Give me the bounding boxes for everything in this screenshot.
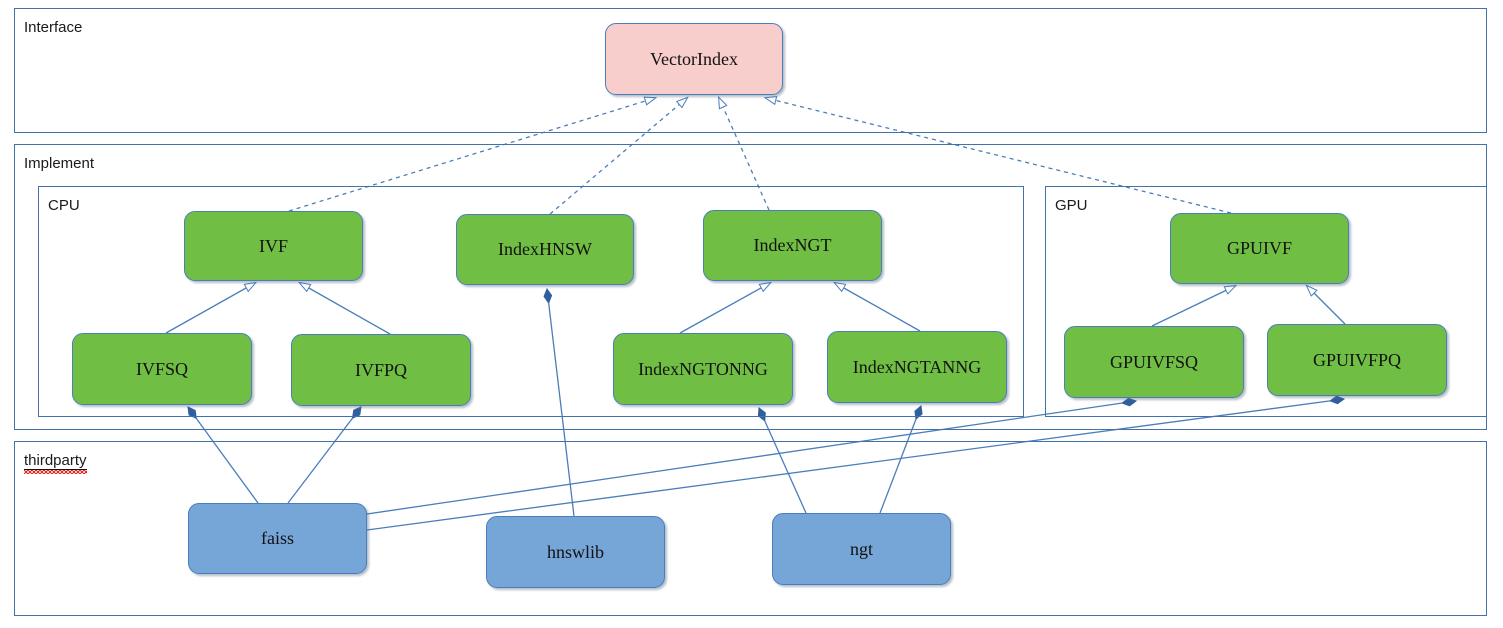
node-label: IVFSQ [135,358,188,379]
node-label: hnswlib [546,541,604,562]
node-ngt[interactable]: ngt [772,513,951,585]
node-indexngt[interactable]: IndexNGT [703,210,882,281]
group-cpu [38,186,1024,417]
group-label-thirdparty: thirdparty [24,453,87,474]
node-ivfsq[interactable]: IVFSQ [72,333,252,405]
node-vectorindex[interactable]: VectorIndex [605,23,783,95]
node-indexngtonng[interactable]: IndexNGTONNG [613,333,793,405]
group-gpu [1045,186,1487,417]
node-ivfpq[interactable]: IVFPQ [291,334,471,406]
node-gpuivfsq[interactable]: GPUIVFSQ [1064,326,1244,398]
node-label: IndexNGTANNG [852,356,982,377]
node-label: faiss [261,528,294,548]
node-ivf[interactable]: IVF [184,211,363,281]
group-thirdparty [14,441,1487,616]
node-label: GPUIVF [1226,238,1292,258]
node-indexngtanng[interactable]: IndexNGTANNG [827,331,1007,403]
node-faiss[interactable]: faiss [188,503,367,574]
group-label-gpu: GPU [1055,197,1088,214]
group-interface [14,8,1487,133]
node-label: VectorIndex [650,48,738,69]
node-gpuivf[interactable]: GPUIVF [1170,213,1349,284]
spellcheck-squiggle [24,470,87,474]
node-label: ngt [849,538,873,559]
node-label: IndexNGTONNG [638,358,768,379]
group-label-implement: Implement [24,155,95,172]
node-gpuivfpq[interactable]: GPUIVFPQ [1267,324,1447,396]
group-label-cpu: CPU [48,197,80,214]
node-label: GPUIVFSQ [1109,351,1199,372]
node-label: IVF [258,235,288,256]
group-label-interface: Interface [24,19,83,36]
node-label: IndexNGT [753,235,832,255]
node-label: IndexHNSW [498,239,592,259]
node-indexhnsw[interactable]: IndexHNSW [456,214,634,285]
node-label: IVFPQ [354,359,407,380]
node-hnswlib[interactable]: hnswlib [486,516,665,588]
node-label: GPUIVFPQ [1312,349,1402,370]
